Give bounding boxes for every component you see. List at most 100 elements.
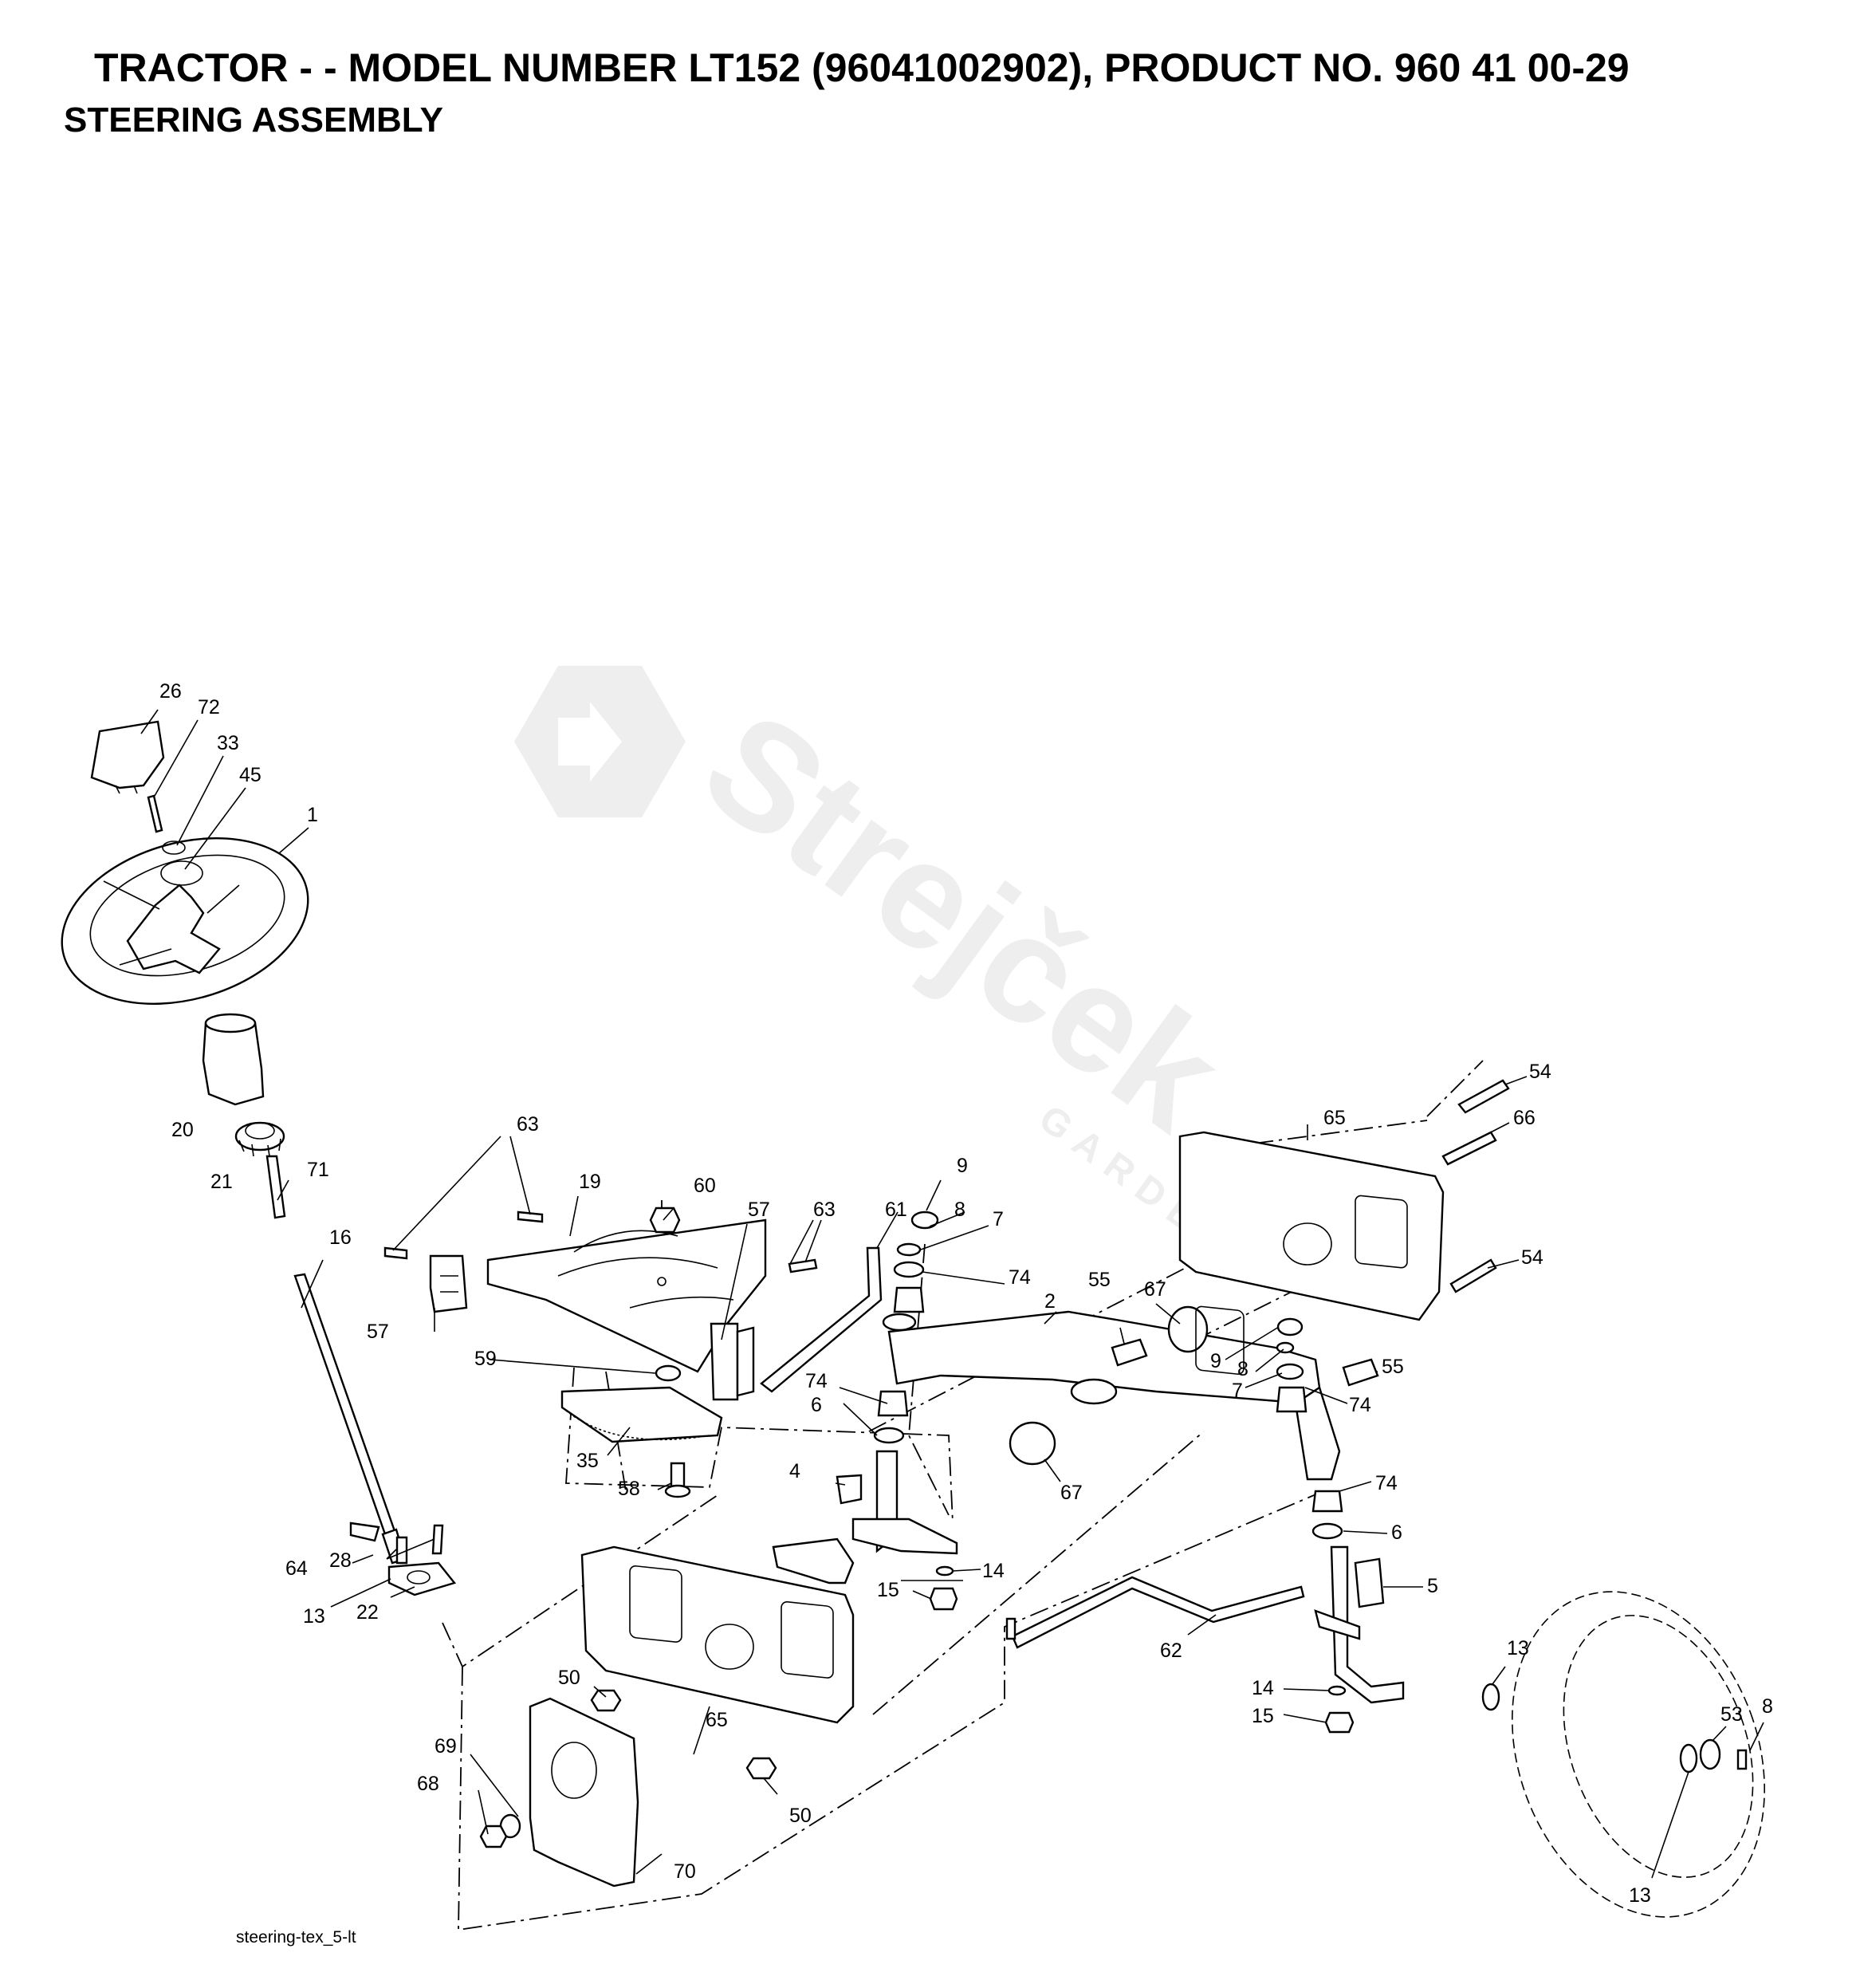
part-4-left-spindle bbox=[772, 1450, 958, 1584]
callout-15: 15 bbox=[877, 1579, 899, 1601]
callout-57b: 57 bbox=[367, 1321, 389, 1343]
callout-50b: 50 bbox=[789, 1805, 812, 1827]
assembly-guide-lines bbox=[203, 912, 1484, 1931]
part-21-bushing bbox=[234, 1121, 285, 1157]
callout-53: 53 bbox=[1720, 1703, 1743, 1726]
callout-33: 33 bbox=[217, 732, 239, 754]
part-14-15-nut-left bbox=[929, 1565, 958, 1611]
callout-67b: 67 bbox=[1060, 1482, 1083, 1504]
callout-13: 13 bbox=[303, 1605, 325, 1628]
part-right-spindle-stack bbox=[1276, 1317, 1343, 1540]
callout-14b: 14 bbox=[1252, 1677, 1274, 1699]
callout-35: 35 bbox=[576, 1450, 599, 1472]
part-50-nuts bbox=[590, 1689, 777, 1780]
drawing-id: steering-tex_5-lt bbox=[236, 1928, 356, 1947]
part-65-right-frame-plate bbox=[1178, 1131, 1445, 1375]
callout-55: 55 bbox=[1088, 1269, 1111, 1291]
callout-45: 45 bbox=[239, 764, 262, 786]
part-26-horn-cap bbox=[90, 720, 165, 794]
part-57-bracket bbox=[429, 1254, 468, 1313]
part-67-bushings bbox=[1009, 1305, 1209, 1466]
callout-74b: 74 bbox=[805, 1370, 828, 1392]
callout-50: 50 bbox=[558, 1667, 580, 1689]
part-55-pins bbox=[1111, 1338, 1379, 1387]
part-14-15-nut-right bbox=[1324, 1685, 1355, 1734]
part-69-68-spacer-nut bbox=[479, 1813, 521, 1848]
callout-70: 70 bbox=[674, 1860, 696, 1883]
part-61-drag-link bbox=[760, 1246, 883, 1393]
callout-68: 68 bbox=[417, 1773, 439, 1795]
leader-lines bbox=[140, 709, 1764, 1879]
part-1-steering-wheel bbox=[61, 837, 309, 1005]
callout-labels: 26 72 33 45 1 20 21 71 16 64 28 13 22 63… bbox=[159, 680, 1773, 1907]
part-16-steering-shaft bbox=[265, 1155, 407, 1565]
part-58-bolt bbox=[664, 1462, 691, 1498]
callout-20: 20 bbox=[171, 1119, 194, 1141]
callout-64: 64 bbox=[285, 1557, 308, 1580]
callout-15b: 15 bbox=[1252, 1705, 1274, 1727]
part-72-screw bbox=[147, 794, 163, 833]
watermark: Strejček GARDEN bbox=[514, 666, 1251, 1269]
callout-63: 63 bbox=[517, 1113, 539, 1136]
callout-22: 22 bbox=[356, 1601, 379, 1624]
part-35-sector-gear bbox=[560, 1386, 723, 1443]
part-5-right-spindle bbox=[1314, 1545, 1405, 1704]
part-65-left-frame-plate bbox=[580, 1545, 855, 1724]
callout-7b: 7 bbox=[1232, 1380, 1243, 1402]
callout-13c: 13 bbox=[1629, 1884, 1651, 1907]
part-60-nut bbox=[649, 1207, 681, 1234]
callout-19: 19 bbox=[579, 1171, 601, 1193]
callout-58: 58 bbox=[618, 1478, 640, 1500]
callout-55b: 55 bbox=[1382, 1356, 1404, 1378]
callout-8c: 8 bbox=[1762, 1695, 1773, 1718]
part-54-66-bolts bbox=[1441, 1079, 1510, 1293]
callout-66: 66 bbox=[1513, 1107, 1536, 1129]
part-left-spindle-stack bbox=[873, 1211, 939, 1444]
callout-62: 62 bbox=[1160, 1640, 1182, 1662]
watermark-brand: Strejček bbox=[674, 679, 1251, 1163]
callout-6: 6 bbox=[811, 1394, 822, 1416]
callout-26: 26 bbox=[159, 680, 182, 703]
callout-6b: 6 bbox=[1391, 1522, 1402, 1544]
callout-7: 7 bbox=[993, 1208, 1004, 1230]
callout-9b: 9 bbox=[1210, 1350, 1221, 1372]
callout-65: 65 bbox=[1323, 1107, 1346, 1129]
callout-57: 57 bbox=[748, 1199, 770, 1221]
callout-1: 1 bbox=[307, 804, 318, 826]
part-20-column-boot bbox=[202, 1013, 265, 1106]
callout-71: 71 bbox=[307, 1159, 329, 1181]
callout-59: 59 bbox=[474, 1348, 497, 1370]
callout-63b: 63 bbox=[813, 1199, 836, 1221]
part-63-bolts bbox=[383, 1211, 818, 1274]
callout-21: 21 bbox=[210, 1171, 233, 1193]
callout-5: 5 bbox=[1427, 1575, 1438, 1597]
part-70-bracket bbox=[529, 1697, 639, 1888]
callout-54: 54 bbox=[1529, 1061, 1551, 1083]
callout-74d: 74 bbox=[1375, 1472, 1398, 1494]
callout-16: 16 bbox=[329, 1226, 352, 1249]
callout-65b: 65 bbox=[706, 1709, 728, 1731]
page-subtitle: STEERING ASSEMBLY bbox=[64, 100, 443, 140]
page-title: TRACTOR - - MODEL NUMBER LT152 (96041002… bbox=[94, 45, 1630, 90]
callout-8b: 8 bbox=[1237, 1358, 1249, 1380]
part-wheel-assembly bbox=[1481, 1591, 1765, 1918]
callout-28: 28 bbox=[329, 1549, 352, 1572]
callout-9: 9 bbox=[957, 1155, 968, 1177]
callout-72: 72 bbox=[198, 696, 220, 718]
part-57-bracket-right bbox=[710, 1322, 755, 1401]
part-2-front-axle bbox=[882, 1310, 1341, 1481]
callout-2: 2 bbox=[1044, 1290, 1056, 1313]
callout-74c: 74 bbox=[1349, 1394, 1371, 1416]
callout-8: 8 bbox=[954, 1199, 965, 1221]
callout-14: 14 bbox=[982, 1560, 1005, 1582]
watermark-logo-icon bbox=[514, 666, 686, 817]
part-62-tie-rod bbox=[1005, 1576, 1305, 1649]
callout-69: 69 bbox=[435, 1735, 457, 1758]
part-59-washer bbox=[655, 1364, 682, 1382]
callout-74: 74 bbox=[1009, 1266, 1031, 1289]
callout-4: 4 bbox=[789, 1460, 800, 1482]
part-28-bolts bbox=[395, 1524, 444, 1565]
callout-54b: 54 bbox=[1521, 1246, 1543, 1269]
part-22-bearing-flange bbox=[387, 1561, 457, 1596]
